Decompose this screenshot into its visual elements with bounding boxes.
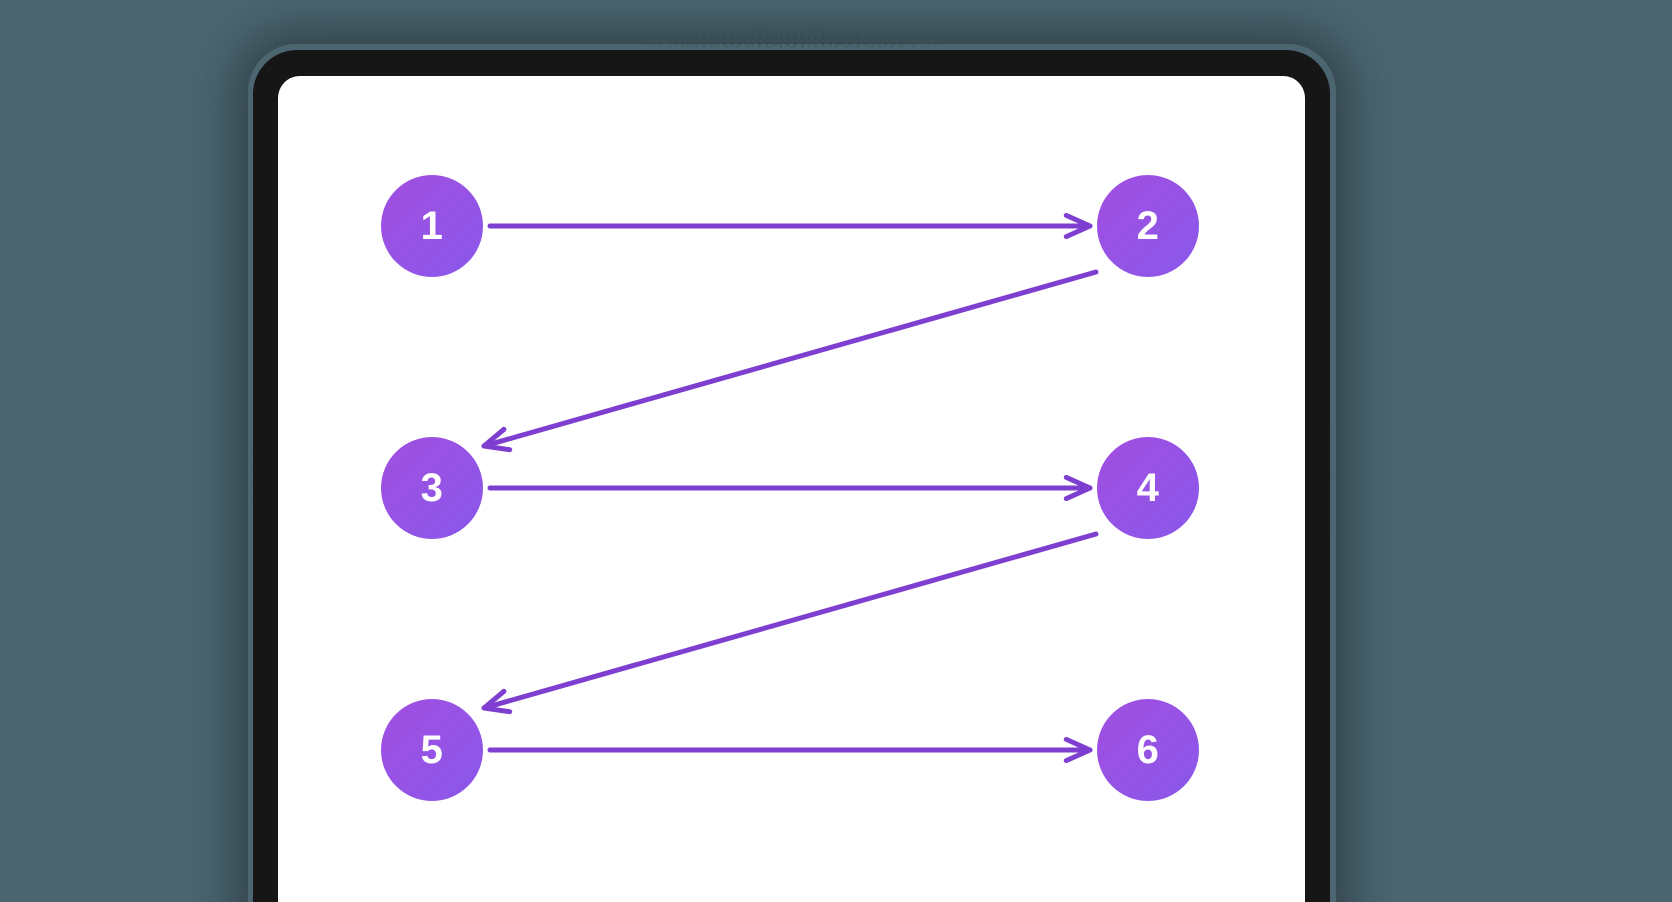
- node-label: 5: [420, 728, 444, 772]
- node-4[interactable]: 4: [1097, 437, 1199, 539]
- edge-3-4-arrowhead-icon: [1063, 474, 1093, 502]
- edge-4-5-arrowhead-icon: [481, 688, 513, 715]
- edge-5-6-arrowhead-icon: [1063, 736, 1093, 764]
- node-label: 1: [420, 204, 444, 248]
- edge-2-3-arrowhead-icon: [481, 426, 513, 453]
- device-screen: 1 2 3 4 5 6: [278, 76, 1305, 902]
- node-3[interactable]: 3: [381, 437, 483, 539]
- node-label: 3: [420, 466, 444, 510]
- node-label: 2: [1136, 204, 1160, 248]
- edge-4-5: [481, 531, 1099, 711]
- node-label: 6: [1136, 728, 1160, 772]
- node-1[interactable]: 1: [381, 175, 483, 277]
- diagram-edges-layer: [481, 212, 1099, 764]
- edge-1-2-arrowhead-icon: [1063, 212, 1093, 240]
- node-5[interactable]: 5: [381, 699, 483, 801]
- edge-2-3: [481, 269, 1099, 449]
- node-label: 4: [1136, 466, 1160, 510]
- node-6[interactable]: 6: [1097, 699, 1199, 801]
- edge-group: [481, 212, 1099, 764]
- node-2[interactable]: 2: [1097, 175, 1199, 277]
